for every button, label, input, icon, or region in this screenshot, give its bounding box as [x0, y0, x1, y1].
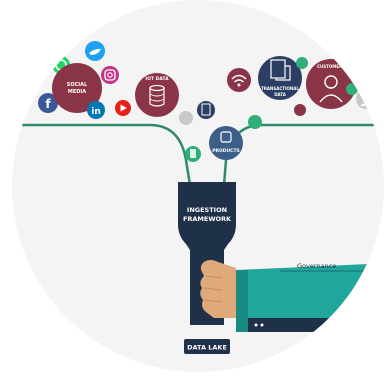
transactional-label-2: DATA — [274, 92, 287, 97]
youtube-icon — [115, 100, 131, 116]
funnel-label-1: INGESTION — [187, 206, 227, 214]
small-maroon-bubble — [294, 104, 306, 116]
left-flow-line — [12, 123, 192, 186]
iot-data-label: IOT DATA — [145, 76, 169, 82]
social-media-label-1: SOCIAL — [67, 82, 88, 88]
products-circle: PRODUCTS — [209, 126, 243, 160]
transactional-folder-icon — [270, 59, 291, 81]
svg-text:in: in — [91, 107, 101, 117]
twitter-icon — [85, 41, 105, 61]
social-media-label-2: MEDIA — [68, 89, 86, 95]
products-icon — [220, 131, 232, 143]
small-green-bubble-3 — [296, 57, 308, 69]
data-lake-badge: DATA LAKE — [184, 339, 230, 354]
hand-icon — [200, 260, 236, 318]
products-label: PRODUCTS — [212, 148, 240, 154]
facebook-icon: f — [38, 93, 58, 113]
customers-circle: CUSTOMERS — [306, 59, 356, 109]
small-green-bubble — [185, 146, 201, 162]
social-media-circle: SOCIAL MEDIA — [52, 63, 102, 113]
iot-database-icon — [149, 84, 165, 107]
svg-text:f: f — [45, 97, 51, 111]
customers-label: CUSTOMERS — [317, 64, 345, 69]
funnel-label-2: FRAMEWORK — [183, 215, 232, 223]
document-icon — [197, 101, 215, 119]
linkedin-icon: in — [87, 101, 105, 119]
transactional-label-1: TRANSACTIONAL — [261, 86, 299, 91]
instagram-icon — [101, 66, 119, 84]
transactional-data-circle: TRANSACTIONAL DATA — [258, 56, 302, 100]
small-green-bubble-2 — [248, 115, 262, 129]
small-grey-bubble — [179, 111, 193, 125]
wifi-icon — [227, 68, 251, 92]
customer-person-icon — [319, 75, 343, 103]
data-lake-label: DATA LAKE — [187, 344, 227, 352]
iot-data-circle: IOT DATA — [135, 73, 179, 117]
governance-label: Governance — [297, 262, 336, 270]
